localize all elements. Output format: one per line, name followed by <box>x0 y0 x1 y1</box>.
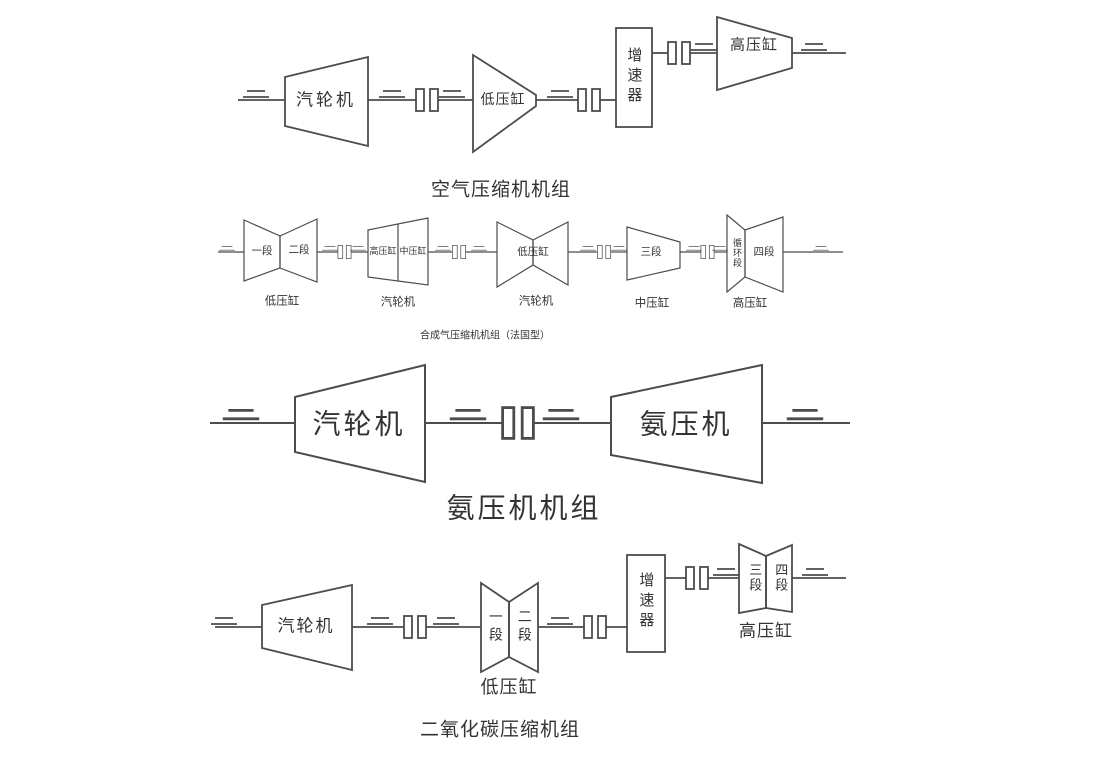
bearing-icon <box>349 246 367 251</box>
ammonia-compressor-label: 氨压机 <box>639 407 733 441</box>
bearing-icon <box>785 408 825 421</box>
syngas-stage4-label: 四段 <box>753 246 775 259</box>
syngas-lp-section-label: 低压缸 <box>517 246 549 259</box>
bearing-icon <box>438 90 466 98</box>
air-hp-cylinder-label: 高压缸 <box>729 35 779 54</box>
bearing-icon <box>378 90 406 98</box>
syngas-unit-caption: 合成气压缩机机组（法国型） <box>420 330 550 342</box>
ammonia-compressor-shape <box>610 363 763 485</box>
ammonia-turbine-label: 汽轮机 <box>312 407 406 441</box>
co2-stage3-label: 三段 <box>746 563 762 593</box>
syngas-turbine1-shape <box>367 217 429 286</box>
co2-turbine-label: 汽轮机 <box>277 616 335 637</box>
ammonia-turbine-shape <box>294 363 426 484</box>
syngas-mp-casing-shape <box>626 226 681 281</box>
coupling-icon <box>667 41 691 65</box>
syngas-hp-casing-label: 高压缸 <box>732 295 768 310</box>
co2-turbine-shape <box>261 583 353 672</box>
bearing-icon <box>218 246 236 251</box>
bearing-icon <box>711 246 729 251</box>
coupling-icon <box>403 615 427 639</box>
bearing-icon <box>242 90 270 98</box>
bearing-icon <box>579 246 597 251</box>
air-hp-cylinder-shape <box>716 15 793 92</box>
bearing-icon <box>321 246 339 251</box>
coupling-icon <box>501 406 535 440</box>
coupling-icon <box>577 88 601 112</box>
co2-stage1-label: 一段 <box>486 609 503 645</box>
syngas-stage3-label: 三段 <box>640 246 662 259</box>
bearing-icon <box>800 43 828 51</box>
syngas-lp-casing-right-shape <box>279 218 318 283</box>
syngas-hp-section-label: 高压缸 <box>369 246 397 257</box>
air-turbine-shape <box>284 55 369 148</box>
syngas-turbine2-right-shape <box>532 221 569 287</box>
air-lp-cylinder-shape <box>472 53 537 154</box>
bearing-icon <box>546 90 574 98</box>
bearing-icon <box>546 617 574 625</box>
co2-gearbox-shape <box>626 554 666 653</box>
co2-stage2-label: 二段 <box>515 609 532 645</box>
co2-stage4-label: 四段 <box>772 563 788 593</box>
syngas-unit-lines <box>218 213 843 294</box>
ammonia-unit-caption: 氨压机机组 <box>446 491 602 525</box>
syngas-turbine1-label: 汽轮机 <box>380 294 416 309</box>
co2-unit-lines <box>210 542 846 674</box>
bearing-icon <box>366 617 394 625</box>
air-unit-lines <box>238 15 846 154</box>
air-gearbox-shape <box>615 27 653 128</box>
bearing-icon <box>685 246 703 251</box>
syngas-turbine2-label: 汽轮机 <box>518 293 554 308</box>
air-turbine-label: 汽轮机 <box>296 90 356 111</box>
bearing-icon <box>541 408 581 421</box>
syngas-stage1-label: 一段 <box>251 245 273 258</box>
syngas-recycle-stage-label: 循环段 <box>731 238 742 268</box>
air-gearbox-label: 增速器 <box>625 47 644 107</box>
air-lp-cylinder-label: 低压缸 <box>480 92 526 109</box>
syngas-lp-casing-label: 低压缸 <box>264 293 300 308</box>
co2-unit-caption: 二氧化碳压缩机组 <box>419 718 581 741</box>
co2-gearbox-label: 增速器 <box>637 572 656 632</box>
coupling-icon <box>583 615 607 639</box>
bearing-icon <box>210 617 238 625</box>
bearing-icon <box>812 246 830 251</box>
bearing-icon <box>610 246 628 251</box>
coupling-icon <box>415 88 439 112</box>
coupling-icon <box>597 245 611 259</box>
syngas-hp-casing-right-shape <box>744 216 784 293</box>
co2-lp-casing-right-shape <box>508 581 539 674</box>
coupling-icon <box>685 566 709 590</box>
syngas-stage2-label: 二段 <box>288 244 310 257</box>
coupling-icon <box>337 245 352 259</box>
bearing-icon <box>432 617 460 625</box>
coupling-icon <box>700 245 715 259</box>
co2-hp-casing-label: 高压缸 <box>739 621 793 642</box>
syngas-mp-section-label: 中压缸 <box>399 246 427 257</box>
co2-hp-casing-right-shape <box>765 543 793 614</box>
bearing-icon <box>434 246 452 251</box>
air-unit-caption: 空气压缩机机组 <box>430 178 572 201</box>
bearing-icon <box>801 568 829 576</box>
coupling-icon <box>452 245 466 259</box>
bearing-icon <box>448 408 488 421</box>
ammonia-unit-lines <box>210 363 850 485</box>
bearing-icon <box>712 568 740 576</box>
bearing-icon <box>470 246 488 251</box>
syngas-mp-casing-label: 中压缸 <box>634 295 670 310</box>
bearing-icon <box>690 43 718 51</box>
co2-lp-casing-label: 低压缸 <box>480 676 538 698</box>
bearing-icon <box>221 408 261 421</box>
